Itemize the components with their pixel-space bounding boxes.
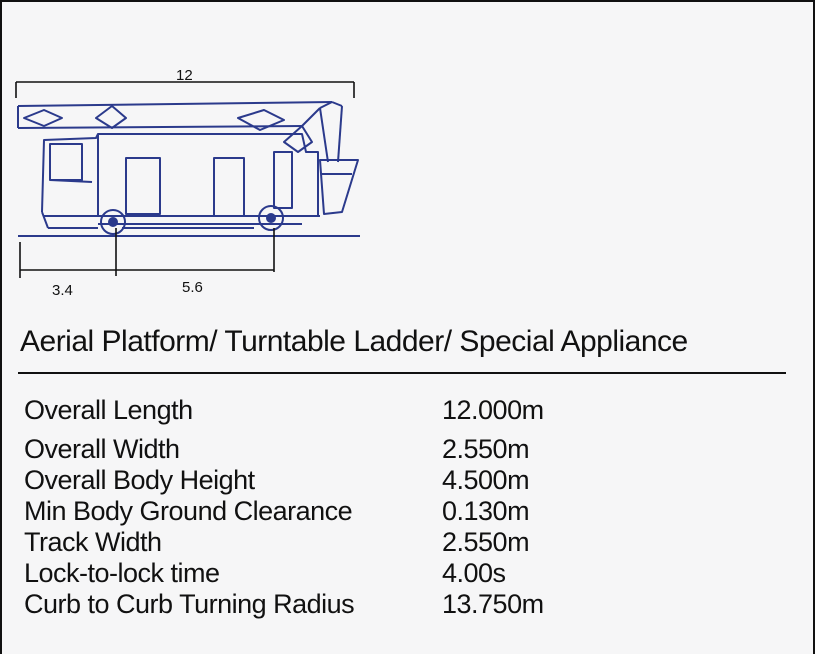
wheelbase-label: 5.6 xyxy=(182,279,203,296)
title-underline xyxy=(18,372,786,374)
spec-value: 12.000m xyxy=(442,395,544,425)
wheelbase-dimension xyxy=(19,228,275,278)
appliance-title: Aerial Platform/ Turntable Ladder/ Speci… xyxy=(20,325,688,358)
spec-label: Min Body Ground Clearance xyxy=(24,496,353,526)
vehicle-diagram: 12 xyxy=(15,67,360,299)
spec-label: Track Width xyxy=(24,527,162,557)
spec-value: 2.550m xyxy=(442,527,530,557)
vehicle-side-view xyxy=(17,101,360,237)
spec-label: Overall Width xyxy=(24,434,180,464)
spec-value: 4.00s xyxy=(442,558,506,588)
overall-length-dimension xyxy=(15,81,355,98)
spec-value: 2.550m xyxy=(442,434,530,464)
spec-value: 0.130m xyxy=(442,496,530,526)
spec-label: Overall Body Height xyxy=(24,465,255,495)
spec-value: 13.750m xyxy=(442,589,544,619)
spec-label: Overall Length xyxy=(24,395,193,425)
spec-value: 4.500m xyxy=(442,465,530,495)
spec-label: Lock-to-lock time xyxy=(24,558,220,588)
overall-length-label: 12 xyxy=(176,67,193,84)
front-overhang-label: 3.4 xyxy=(52,282,73,299)
spec-label: Curb to Curb Turning Radius xyxy=(24,589,355,619)
